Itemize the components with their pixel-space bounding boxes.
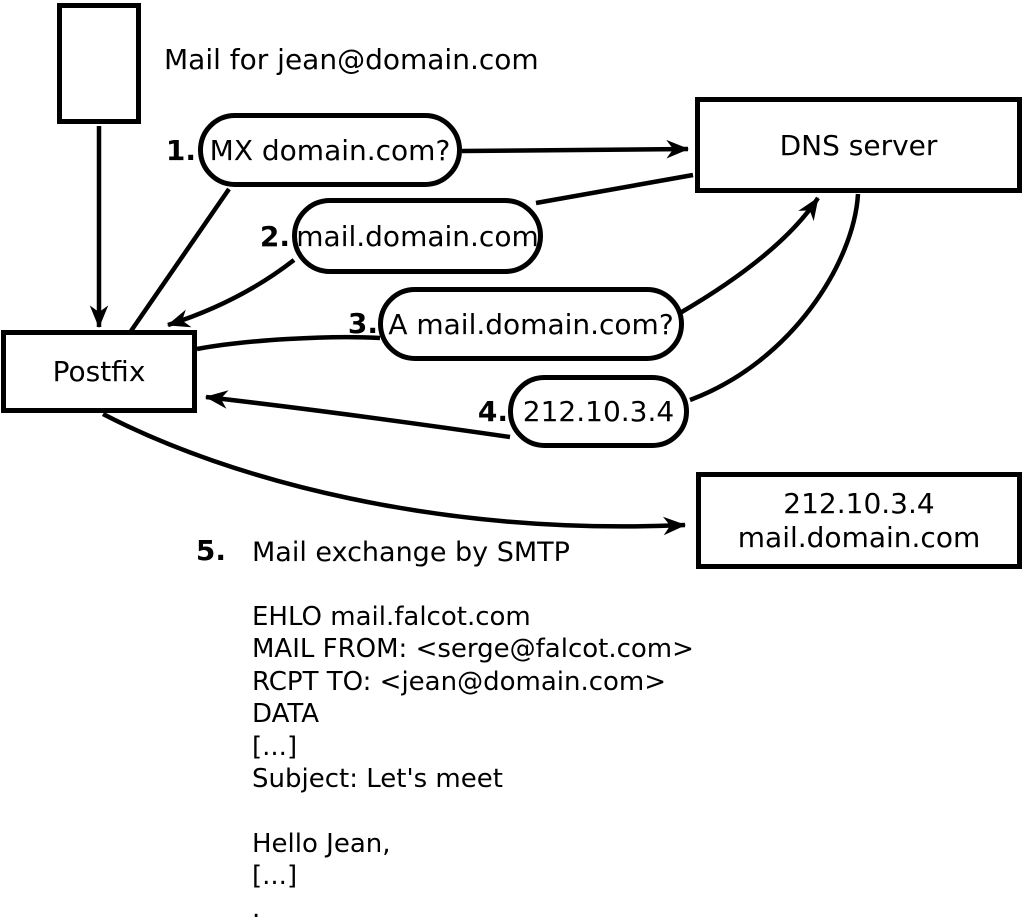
postfix-label: Postfix (52, 355, 146, 388)
smtp-line: RCPT TO: <jean@domain.com> (252, 666, 667, 697)
mail-note: Mail for jean@domain.com (164, 43, 539, 76)
smtp-line: EHLO mail.falcot.com (252, 602, 531, 632)
bubble-mx-reply: mail.domain.com (292, 198, 543, 274)
postfix-node: Postfix (1, 330, 197, 413)
smtp-line: [...] (252, 731, 298, 762)
line-dns-to-reply2 (535, 172, 694, 206)
dns-server-node: DNS server (695, 97, 1022, 193)
line-postfix-to-query1 (129, 187, 231, 333)
smtp-line: Subject: Let's meet (252, 763, 503, 794)
step-number-2: 2. (259, 220, 290, 253)
dns-server-label: DNS server (779, 128, 938, 162)
line-dns-to-reply4 (689, 193, 861, 403)
step5-caption: Mail exchange by SMTP (252, 537, 570, 568)
bubble-mx-query: MX domain.com? (198, 113, 462, 187)
step-number-5: 5. (195, 534, 226, 567)
arrow-postfix-to-mailserver (101, 412, 687, 536)
mail-server-ip: 212.10.3.4 (783, 486, 935, 520)
step-number-1: 1. (165, 134, 196, 167)
mail-envelope-icon (57, 3, 141, 124)
mail-server-node: 212.10.3.4 mail.domain.com (696, 472, 1022, 569)
arrow-reply4-to-postfix (204, 390, 511, 440)
bubble-mx-reply-label: mail.domain.com (296, 219, 539, 253)
bubble-a-query: A mail.domain.com? (378, 287, 684, 361)
bubble-a-reply-label: 212.10.3.4 (522, 395, 675, 428)
arrow-query3-to-dns (678, 196, 820, 315)
smtp-line: Hello Jean, (252, 828, 391, 859)
bubble-a-query-label: A mail.domain.com? (388, 307, 674, 341)
mail-server-hostname: mail.domain.com (737, 520, 981, 554)
smtp-session-transcript: EHLO mail.falcot.com MAIL FROM: <serge@f… (252, 601, 694, 919)
line-postfix-to-query3 (196, 334, 381, 352)
smtp-line: DATA (252, 699, 319, 730)
smtp-line-end-of-data: . (252, 893, 261, 919)
arrow-reply2-to-postfix (167, 258, 296, 328)
step-number-3: 3. (347, 307, 378, 340)
bubble-mx-query-label: MX domain.com? (209, 133, 451, 167)
arrow-query1-to-dns (461, 139, 690, 159)
smtp-line: MAIL FROM: <serge@falcot.com> (252, 634, 694, 665)
step-number-4: 4. (477, 395, 508, 428)
smtp-line: [...] (252, 861, 298, 892)
bubble-a-reply: 212.10.3.4 (508, 375, 689, 448)
smtp-line-blank (252, 795, 694, 827)
